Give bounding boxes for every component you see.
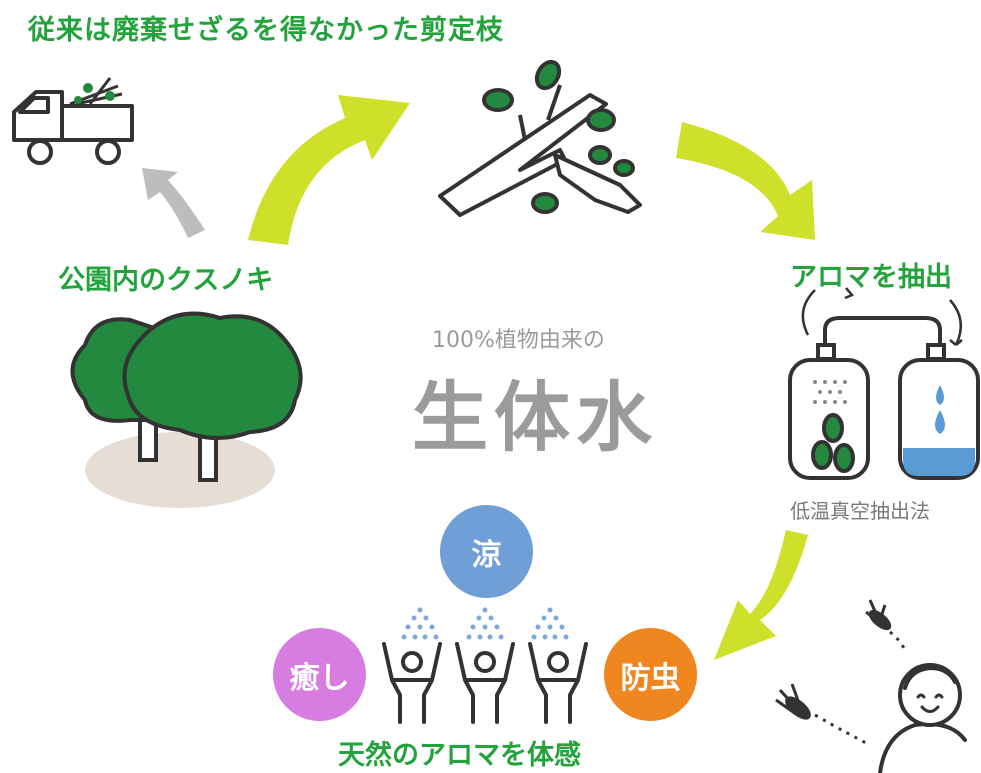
center-subtitle: 100%植物由来の (432, 328, 605, 353)
branch-icon (438, 59, 642, 217)
extraction-method-label: 低温真空抽出法 (790, 499, 930, 523)
extraction-apparatus-icon (788, 287, 980, 480)
camphor-tree-icon (70, 311, 303, 508)
arrow-to-extract (676, 122, 815, 240)
pruned-branches-label: 従来は廃棄せざるを得なかった剪定枝 (28, 15, 504, 46)
aroma-extraction-label: アロマを抽出 (790, 262, 952, 293)
mist-spray-icons (401, 607, 569, 640)
arrow-to-people (714, 530, 808, 660)
arrow-to-branches (248, 95, 410, 245)
natural-aroma-label: 天然のアロマを体感 (338, 740, 581, 771)
truck-icon (12, 77, 134, 165)
insect-repellent-badge: 防虫 (604, 628, 697, 721)
cool-effect-badge: 涼 (440, 505, 533, 598)
arrow-to-truck (142, 168, 205, 238)
smiling-person-icon (878, 663, 967, 773)
center-title: 生体水 (412, 373, 658, 462)
park-camphor-label: 公園内のクスノキ (58, 265, 274, 296)
people-icon (382, 642, 588, 724)
healing-effect-badge: 癒し (273, 628, 366, 721)
mosquito-icon (775, 599, 907, 747)
